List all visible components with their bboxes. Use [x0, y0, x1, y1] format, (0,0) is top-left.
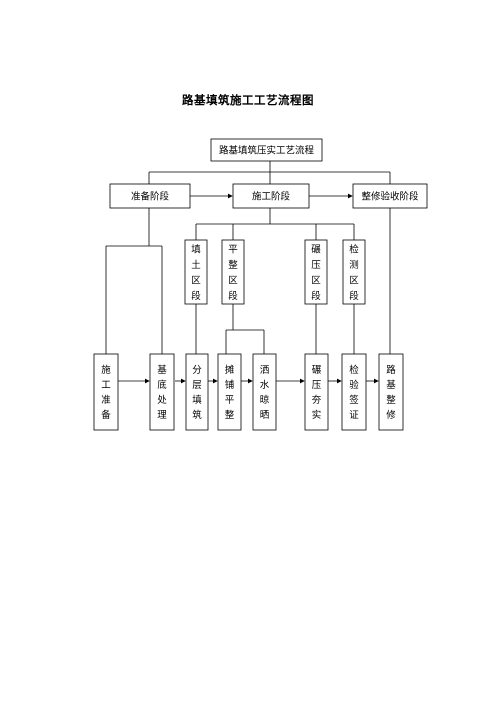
zone-box-1-label: 填土区段	[191, 243, 201, 302]
step-box-2-label: 基底处理	[157, 364, 167, 421]
step-box-8: 路基整修	[378, 353, 404, 431]
step-box-5-label: 洒水晾晒	[260, 364, 270, 421]
page-title: 路基填筑施工工艺流程图	[182, 93, 314, 107]
zone-box-2: 平整区段	[221, 239, 245, 305]
step-box-8-label: 路基整修	[386, 364, 396, 421]
step-box-6: 碾压夯实	[304, 353, 329, 431]
zone-box-3: 碾压区段	[304, 239, 328, 305]
zone-box-1: 填土区段	[184, 239, 208, 305]
stage-acceptance-label: 整修验收阶段	[361, 191, 419, 203]
zone-box-2-label: 平整区段	[228, 244, 238, 302]
step-box-2: 基底处理	[149, 353, 175, 431]
connector-lines	[105, 161, 391, 384]
stage-prep-box: 准备阶段	[109, 183, 191, 209]
step-box-3: 分层填筑	[185, 353, 209, 431]
step-box-7-label: 检验签证	[349, 364, 359, 421]
process-title-text: 路基填筑压实工艺流程	[219, 145, 315, 157]
step-box-5: 洒水晾晒	[252, 353, 277, 431]
step-box-7: 检验签证	[341, 353, 367, 431]
step-box-1-label: 施工准备	[101, 364, 111, 421]
zone-box-3-label: 碾压区段	[311, 244, 321, 302]
step-box-3-label: 分层填筑	[192, 365, 202, 421]
process-title-box: 路基填筑压实工艺流程	[210, 138, 323, 162]
stage-construction-label: 施工阶段	[252, 191, 291, 203]
zone-box-4-label: 检测区段	[349, 243, 359, 302]
stage-construction-box: 施工阶段	[232, 183, 310, 209]
step-box-1: 施工准备	[93, 353, 119, 431]
stage-prep-label: 准备阶段	[131, 191, 170, 203]
step-box-4: 摊铺平整	[217, 353, 242, 431]
stage-acceptance-box: 整修验收阶段	[352, 183, 428, 209]
step-box-6-label: 碾压夯实	[312, 365, 322, 421]
zone-box-4: 检测区段	[342, 239, 366, 305]
step-box-4-label: 摊铺平整	[225, 364, 235, 421]
